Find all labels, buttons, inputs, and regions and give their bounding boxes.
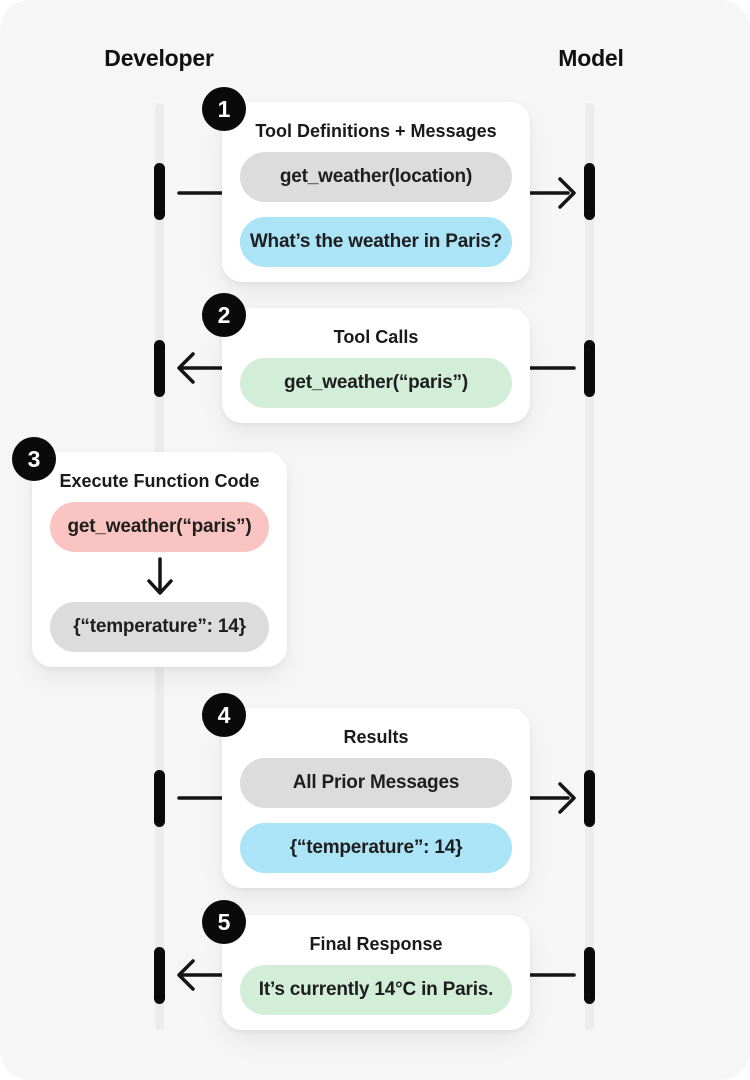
pill-tool-call: get_weather(“paris”) <box>240 358 512 408</box>
pill-tool-result: {“temperature”: 14} <box>240 823 512 873</box>
card-title: Tool Definitions + Messages <box>255 121 497 141</box>
step-card-results: 4 Results All Prior Messages {“temperatu… <box>202 693 530 888</box>
pill-user-message: What’s the weather in Paris? <box>240 217 512 267</box>
lane-header-model: Model <box>558 45 624 71</box>
step-number-badge: 2 <box>202 293 246 337</box>
card-title: Execute Function Code <box>59 471 260 491</box>
step-card-final-response: 5 Final Response It’s currently 14°C in … <box>202 900 530 1030</box>
activation-bar-developer-1 <box>154 163 165 220</box>
activation-bar-model-2 <box>584 340 595 397</box>
card-title: Results <box>343 727 409 747</box>
lane-header-developer: Developer <box>104 45 214 71</box>
step-number-badge: 3 <box>12 437 56 481</box>
pill-prior-messages: All Prior Messages <box>240 758 512 808</box>
activation-bar-model-4 <box>584 770 595 827</box>
card-title: Tool Calls <box>333 327 419 347</box>
model-lifeline <box>585 103 594 1030</box>
step-card-tool-definitions: 1 Tool Definitions + Messages get_weathe… <box>202 87 530 282</box>
arrow-down-icon <box>146 557 173 595</box>
step-number-badge: 5 <box>202 900 246 944</box>
card-title: Final Response <box>309 934 443 954</box>
activation-bar-developer-2 <box>154 340 165 397</box>
activation-bar-developer-4 <box>154 770 165 827</box>
pill-tool-definition: get_weather(location) <box>240 152 512 202</box>
pill-function-result: {“temperature”: 14} <box>50 602 269 652</box>
pill-function-execution: get_weather(“paris”) <box>50 502 269 552</box>
step-number-badge: 1 <box>202 87 246 131</box>
pill-final-response: It’s currently 14°C in Paris. <box>240 965 512 1015</box>
activation-bar-developer-5 <box>154 947 165 1004</box>
activation-bar-model-1 <box>584 163 595 220</box>
step-number-badge: 4 <box>202 693 246 737</box>
step-card-tool-calls: 2 Tool Calls get_weather(“paris”) <box>202 293 530 423</box>
activation-bar-model-5 <box>584 947 595 1004</box>
step-card-execute-function: 3 Execute Function Code get_weather(“par… <box>12 437 287 667</box>
